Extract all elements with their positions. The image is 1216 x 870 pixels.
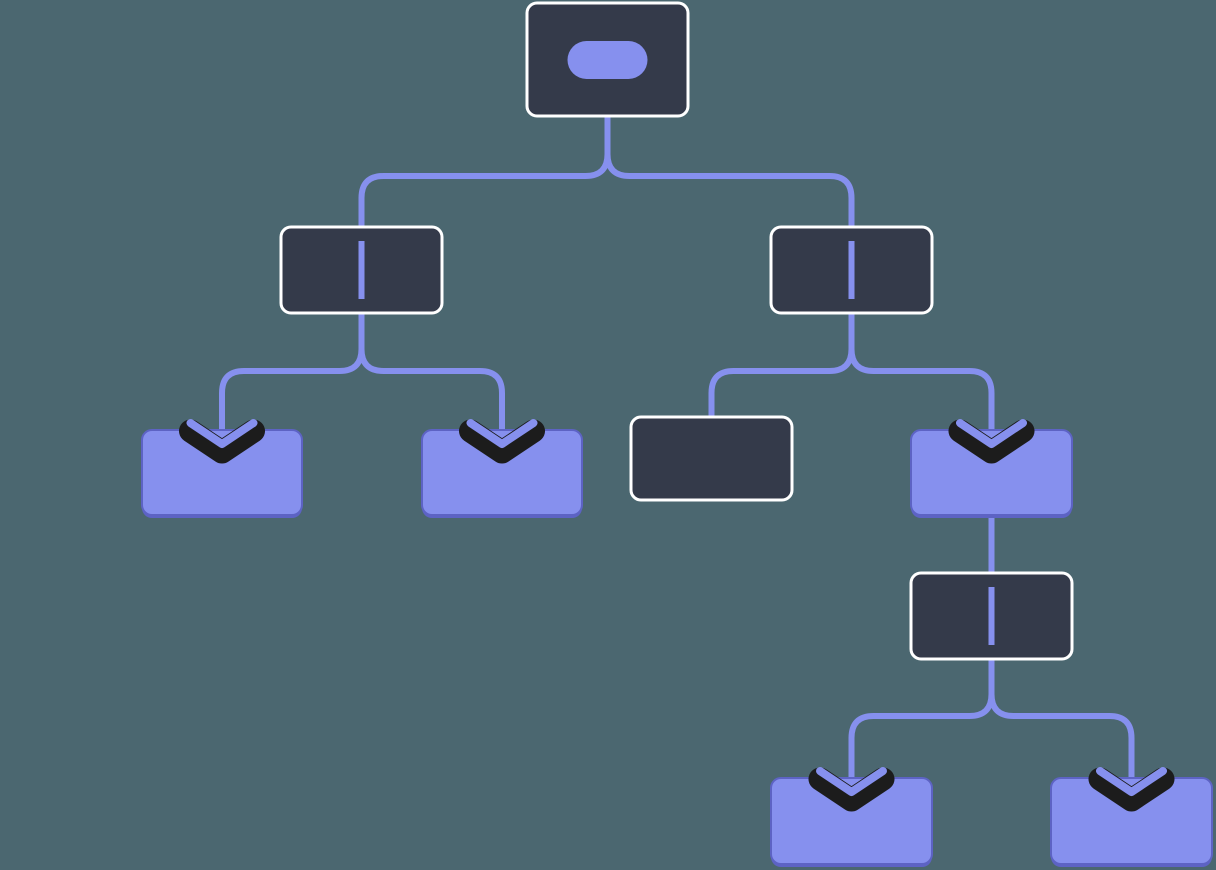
vertical-bar-icon: [988, 587, 995, 645]
node-branch-left[interactable]: [279, 225, 444, 315]
connector-edge-root-left: [358, 116, 611, 227]
connector-edge-right-c: [708, 313, 855, 417]
node-leaf-f[interactable]: [1050, 777, 1213, 867]
node-body[interactable]: [629, 415, 794, 502]
node-leaf-e[interactable]: [770, 777, 933, 867]
pill-badge-icon: [567, 41, 648, 79]
node-branch-right[interactable]: [769, 225, 934, 315]
vertical-bar-icon: [358, 241, 365, 299]
node-body[interactable]: [141, 429, 303, 516]
node-leaf-b[interactable]: [421, 429, 583, 518]
vertical-bar-icon: [848, 241, 855, 299]
node-body[interactable]: [910, 429, 1073, 516]
connector-edge-root-right: [604, 116, 855, 227]
connector-edge-deep-f: [988, 659, 1135, 784]
node-body[interactable]: [1050, 777, 1213, 865]
node-body[interactable]: [770, 777, 933, 865]
node-root[interactable]: [525, 1, 690, 118]
node-leaf-a[interactable]: [141, 429, 303, 518]
node-branch-deep[interactable]: [909, 571, 1074, 661]
connector-edge-deep-e: [848, 659, 995, 784]
node-body[interactable]: [421, 429, 583, 516]
connector-edge-right-d: [848, 313, 995, 436]
arrowheads-layer: [179, 419, 1175, 812]
nodes-layer: [141, 1, 1213, 867]
edges-layer: [219, 116, 1135, 784]
connector-edge-left-b: [358, 313, 505, 436]
connector-edge-left-a: [219, 313, 365, 436]
node-node-d[interactable]: [910, 429, 1073, 518]
node-leaf-c[interactable]: [629, 415, 794, 502]
